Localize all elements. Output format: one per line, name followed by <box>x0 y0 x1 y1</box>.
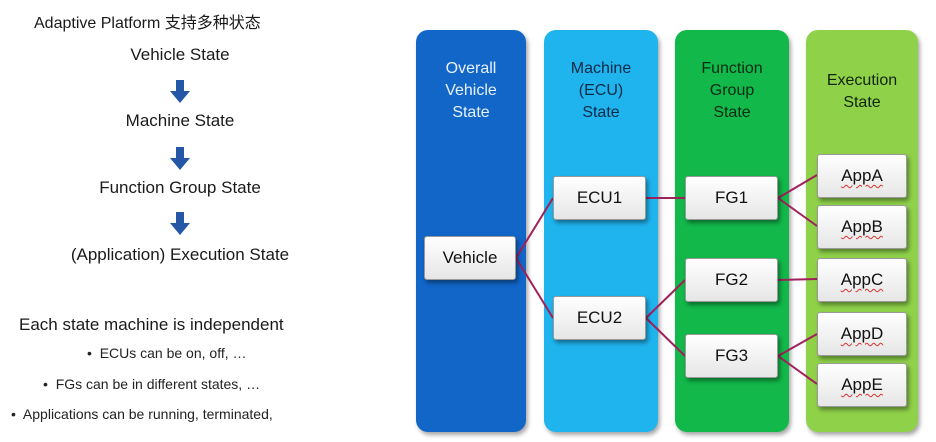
appa-box: AppA <box>817 154 907 198</box>
appb-box: AppB <box>817 205 907 249</box>
independence-title: Each state machine is independent <box>19 315 284 334</box>
bullet-apps: • Applications can be running, terminate… <box>11 406 273 422</box>
column-machine-title: Machine(ECU)State <box>570 60 632 121</box>
bullet-ecus: • ECUs can be on, off, … <box>87 345 247 361</box>
level-machine-state: Machine State <box>125 111 235 130</box>
appe-box: AppE <box>817 363 907 407</box>
link-ecu2-fg2 <box>645 279 686 319</box>
column-machine: Machine(ECU)State <box>544 30 658 432</box>
heading: Adaptive Platform 支持多种状态 <box>34 15 261 32</box>
level-execution-state: (Application) Execution State <box>70 245 290 264</box>
down-arrow-icon <box>170 212 190 235</box>
link-fg3-appd <box>777 333 818 357</box>
down-arrow-icon <box>170 80 190 103</box>
vehicle-box: Vehicle <box>424 236 516 280</box>
bullet-fgs: • FGs can be in different states, … <box>43 376 261 392</box>
appd-box: AppD <box>817 312 907 356</box>
link-fg1-appb <box>777 197 818 227</box>
fg1-box: FG1 <box>685 176 778 220</box>
appc-box: AppC <box>817 258 907 302</box>
link-fg1-appa <box>777 174 818 199</box>
link-vehicle-ecu2 <box>515 257 554 319</box>
ecu1-box: ECU1 <box>553 176 646 220</box>
down-arrow-icon <box>170 147 190 170</box>
link-fg3-appe <box>777 355 818 385</box>
level-function-group-state: Function Group State <box>99 178 261 197</box>
link-fg2-appc <box>777 278 818 281</box>
fg2-box: FG2 <box>685 258 778 302</box>
link-ecu2-fg3 <box>645 317 686 357</box>
level-vehicle-state: Vehicle State <box>130 45 230 64</box>
fg3-box: FG3 <box>685 334 778 378</box>
ecu2-box: ECU2 <box>553 296 646 340</box>
link-vehicle-ecu1 <box>515 197 554 259</box>
